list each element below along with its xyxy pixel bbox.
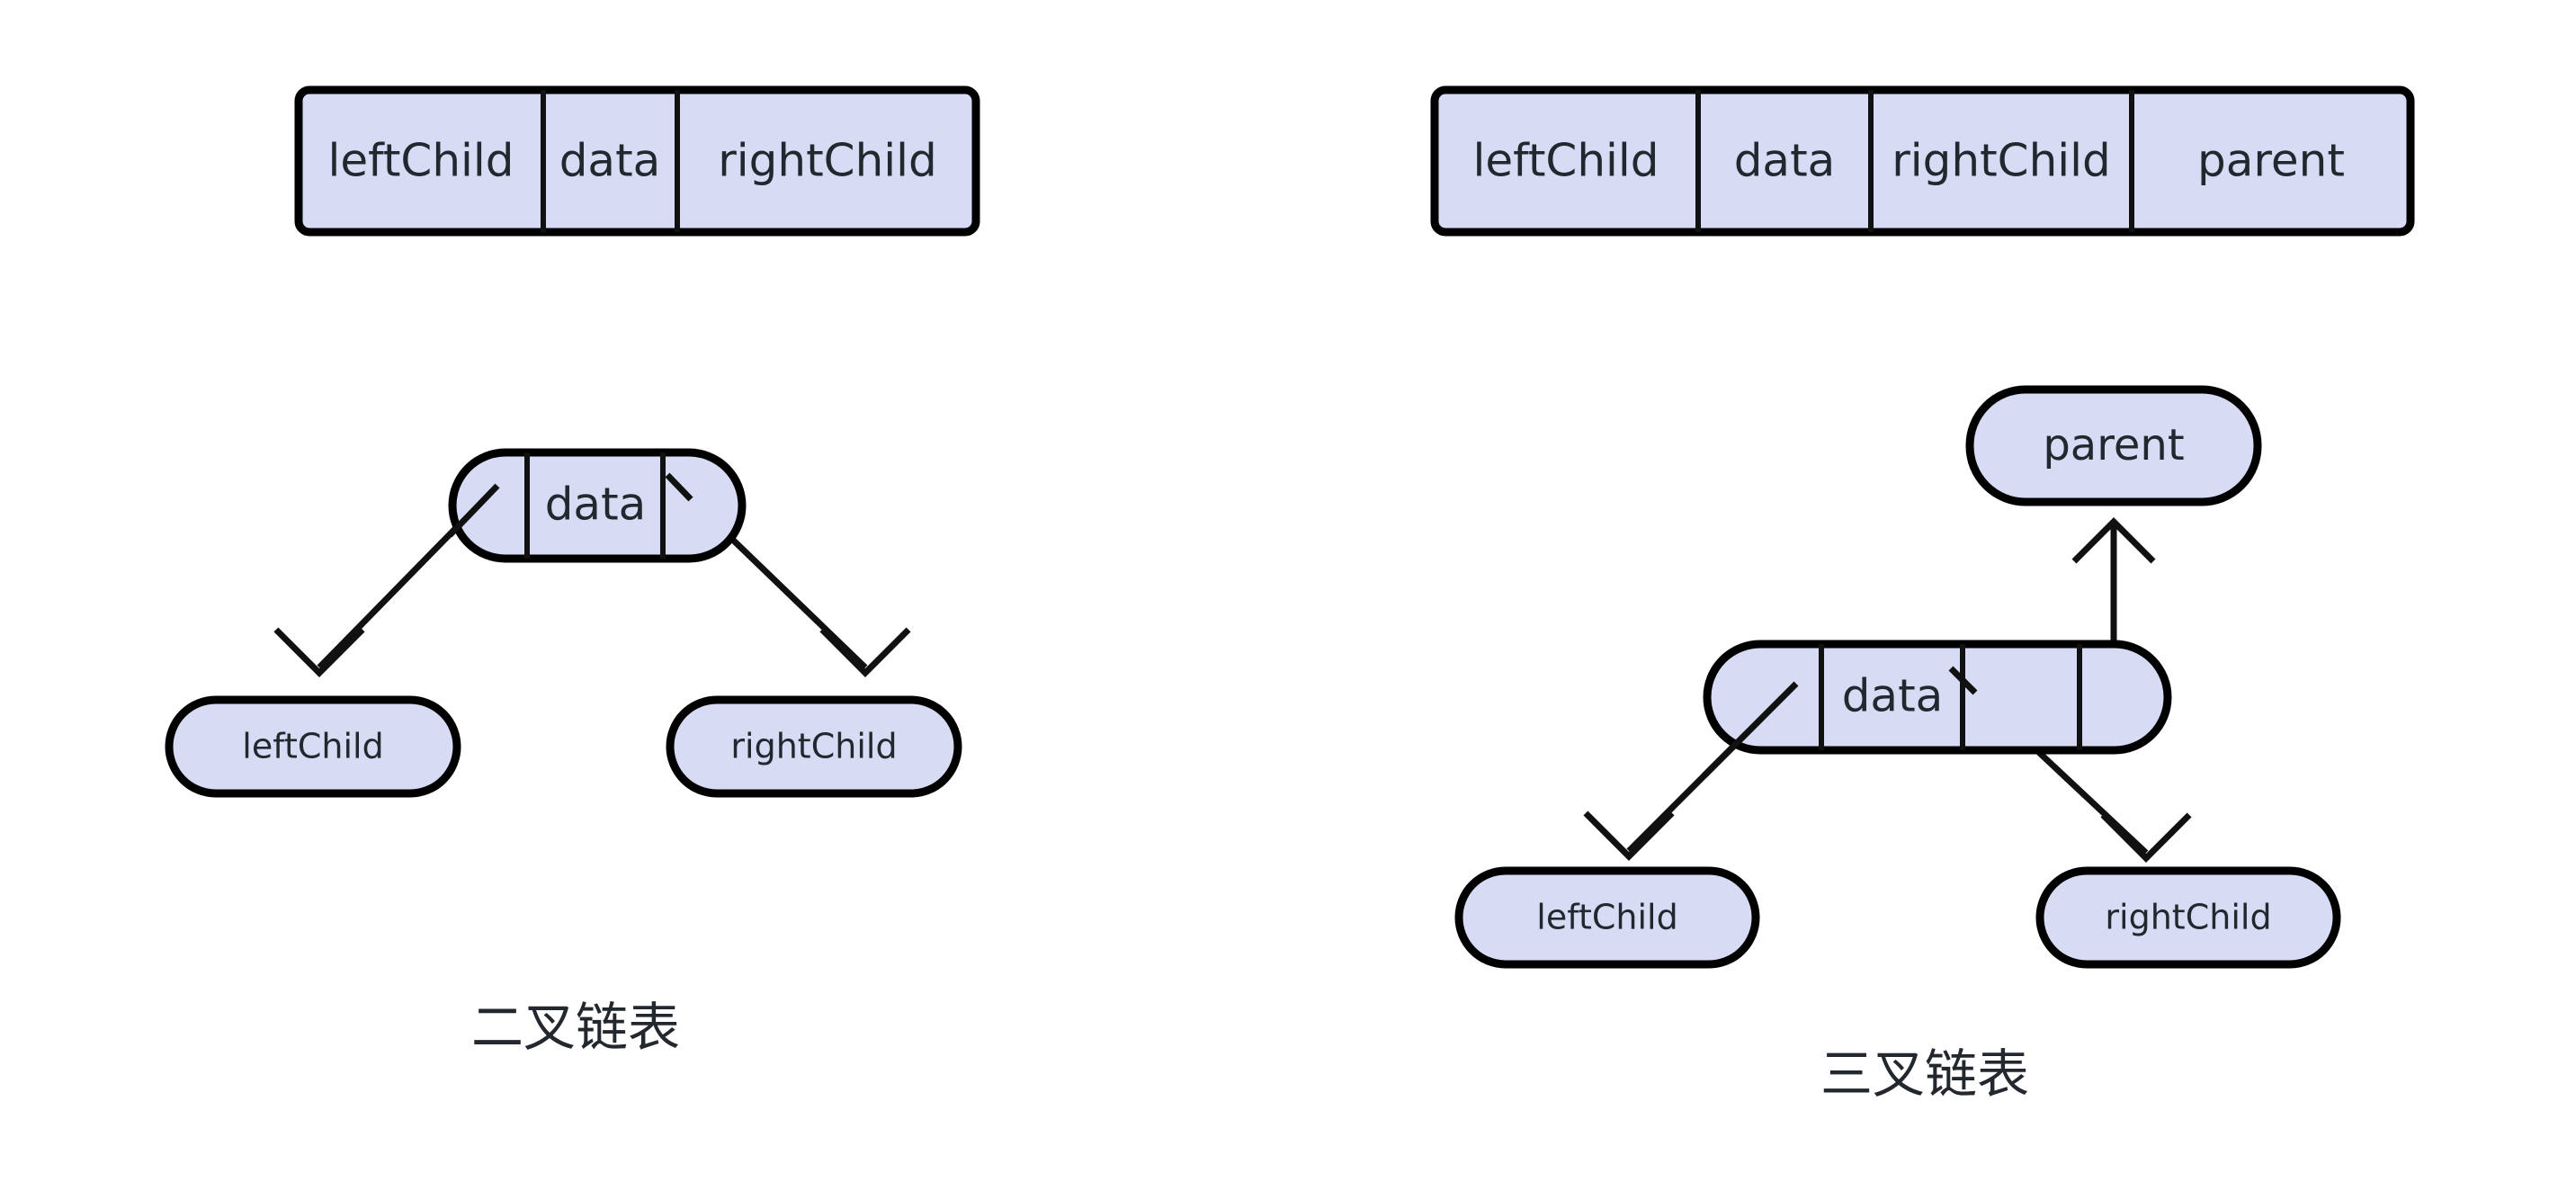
right-child-rightchild-border xyxy=(2035,866,2341,969)
left-root-node: data xyxy=(447,448,747,563)
left-child-rightchild-body xyxy=(670,700,958,793)
left-child-rightchild-label: rightChild xyxy=(730,727,897,766)
left-edge-to-leftchild-arrowhead xyxy=(273,627,365,677)
left-struct-table-body xyxy=(299,90,976,232)
right-struct-cell-rightchild: rightChild xyxy=(1892,135,2111,187)
left-root-leftptr-slash xyxy=(447,483,500,538)
left-child-leftchild-border xyxy=(165,695,461,798)
right-parent-node-border xyxy=(1965,385,2262,506)
right-panel-caption: 三叉链表 xyxy=(1820,1043,2029,1105)
right-root-node-border xyxy=(1703,640,2172,755)
right-child-rightchild-label: rightChild xyxy=(2105,898,2271,937)
right-child-leftchild-border xyxy=(1454,866,1760,969)
right-child-rightchild-body xyxy=(2040,871,2337,964)
left-edge-to-rightchild-arrowhead xyxy=(819,627,911,677)
left-struct-cell-rightchild: rightChild xyxy=(718,135,937,187)
right-root-node: data xyxy=(1702,640,2172,778)
left-struct-table: leftChild data rightChild xyxy=(294,85,980,237)
right-struct-table: leftChild data rightChild parent xyxy=(1430,85,2415,237)
right-child-rightchild: rightChild xyxy=(2035,866,2341,969)
left-root-rightptr-slash xyxy=(665,472,693,502)
right-root-data-label: data xyxy=(1842,670,1944,722)
left-struct-cell-leftchild: leftChild xyxy=(327,135,514,187)
right-struct-table-border xyxy=(1430,85,2415,237)
left-root-data-label: data xyxy=(545,479,647,531)
right-struct-cell-leftchild: leftChild xyxy=(1472,135,1659,187)
left-child-rightchild: rightChild xyxy=(666,695,962,798)
left-child-leftchild-body xyxy=(169,700,457,793)
right-struct-table-body xyxy=(1435,90,2411,232)
right-parent-node-label: parent xyxy=(2043,420,2184,470)
right-child-leftchild-body xyxy=(1459,871,1756,964)
left-struct-cell-data: data xyxy=(559,135,661,187)
left-child-rightchild-border xyxy=(666,695,962,798)
right-root-leftptr-slash xyxy=(1702,681,1799,778)
right-root-rightptr-slash xyxy=(1948,666,1978,695)
left-child-leftchild: leftChild xyxy=(165,695,461,798)
right-struct-cell-data: data xyxy=(1734,135,1836,187)
right-edge-to-rightchild-arrowhead xyxy=(2100,812,2192,863)
right-edge-to-parent-arrowhead xyxy=(2071,517,2156,564)
left-struct-table-border xyxy=(294,85,980,237)
right-child-leftchild: leftChild xyxy=(1454,866,1760,969)
right-parent-node-body xyxy=(1970,390,2258,502)
left-root-node-border xyxy=(448,448,747,563)
right-edge-to-leftchild-arrowhead xyxy=(1583,810,1675,861)
left-panel-caption: 二叉链表 xyxy=(471,997,680,1058)
right-parent-node: parent xyxy=(1965,385,2262,506)
left-child-leftchild-label: leftChild xyxy=(242,727,383,766)
right-struct-cell-parent: parent xyxy=(2197,135,2345,187)
right-child-leftchild-label: leftChild xyxy=(1536,898,1677,937)
